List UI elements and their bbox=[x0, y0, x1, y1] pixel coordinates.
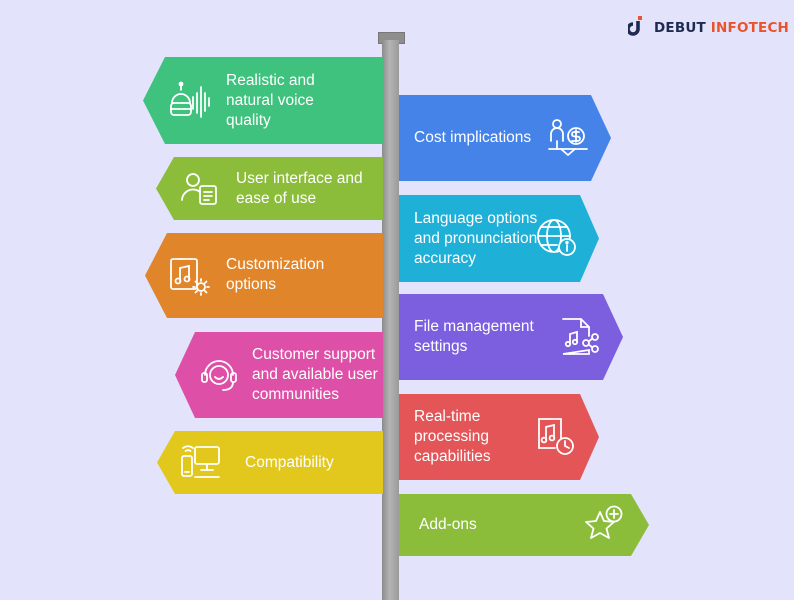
sign-customer-support: Customer support and available user comm… bbox=[175, 332, 383, 418]
sign-label: Add-ons bbox=[419, 516, 477, 534]
sign-label: Real-time processing capabilities bbox=[414, 408, 491, 465]
sign-realtime: Real-time processing capabilities bbox=[399, 394, 599, 480]
sign-background bbox=[175, 332, 383, 418]
sign-label: Language options and pronunciation accur… bbox=[414, 210, 538, 267]
sign-language: Language options and pronunciation accur… bbox=[399, 195, 599, 282]
sign-label: File management settings bbox=[414, 318, 534, 355]
sign-background bbox=[399, 195, 599, 282]
sign-label: User interface and ease of use bbox=[236, 170, 363, 207]
sign-background bbox=[143, 57, 383, 144]
sign-add-ons: Add-ons bbox=[399, 494, 649, 556]
sign-label: Realistic and natural voice quality bbox=[226, 72, 315, 129]
sign-background bbox=[145, 233, 383, 318]
brand-name-part2: INFOTECH bbox=[710, 20, 790, 36]
user-interface-icon bbox=[180, 168, 220, 208]
compatibility-icon bbox=[179, 441, 223, 483]
sign-cost: Cost implications bbox=[399, 95, 611, 181]
voice-robot-icon bbox=[167, 81, 211, 121]
sign-background bbox=[399, 394, 599, 480]
sign-label: Customization options bbox=[226, 256, 325, 293]
sign-background bbox=[399, 95, 611, 181]
add-ons-icon bbox=[584, 504, 626, 546]
sign-label: Compatibility bbox=[245, 453, 334, 471]
cost-icon bbox=[547, 117, 589, 159]
brand-logo: DEBUT INFOTECH bbox=[628, 16, 789, 40]
sign-file-management: File management settings bbox=[399, 294, 623, 380]
sign-label: Customer support and available user comm… bbox=[252, 346, 378, 403]
sign-voice-quality: Realistic and natural voice quality bbox=[143, 57, 383, 144]
sign-compatibility: Compatibility bbox=[157, 431, 383, 494]
sign-background bbox=[399, 294, 623, 380]
brand-name: DEBUT INFOTECH bbox=[654, 20, 789, 36]
signpost-pole bbox=[382, 40, 399, 600]
sign-customization: Customization options bbox=[145, 233, 383, 318]
customization-icon bbox=[169, 257, 211, 297]
sign-label: Cost implications bbox=[414, 129, 532, 147]
customer-support-icon bbox=[199, 355, 239, 395]
brand-name-part1: DEBUT bbox=[654, 20, 706, 36]
realtime-processing-icon bbox=[535, 416, 577, 458]
file-management-icon bbox=[559, 316, 601, 358]
sign-background bbox=[399, 494, 649, 556]
language-globe-icon bbox=[535, 217, 579, 259]
debut-logo-icon bbox=[628, 16, 642, 36]
sign-user-interface: User interface and ease of use bbox=[156, 157, 383, 220]
